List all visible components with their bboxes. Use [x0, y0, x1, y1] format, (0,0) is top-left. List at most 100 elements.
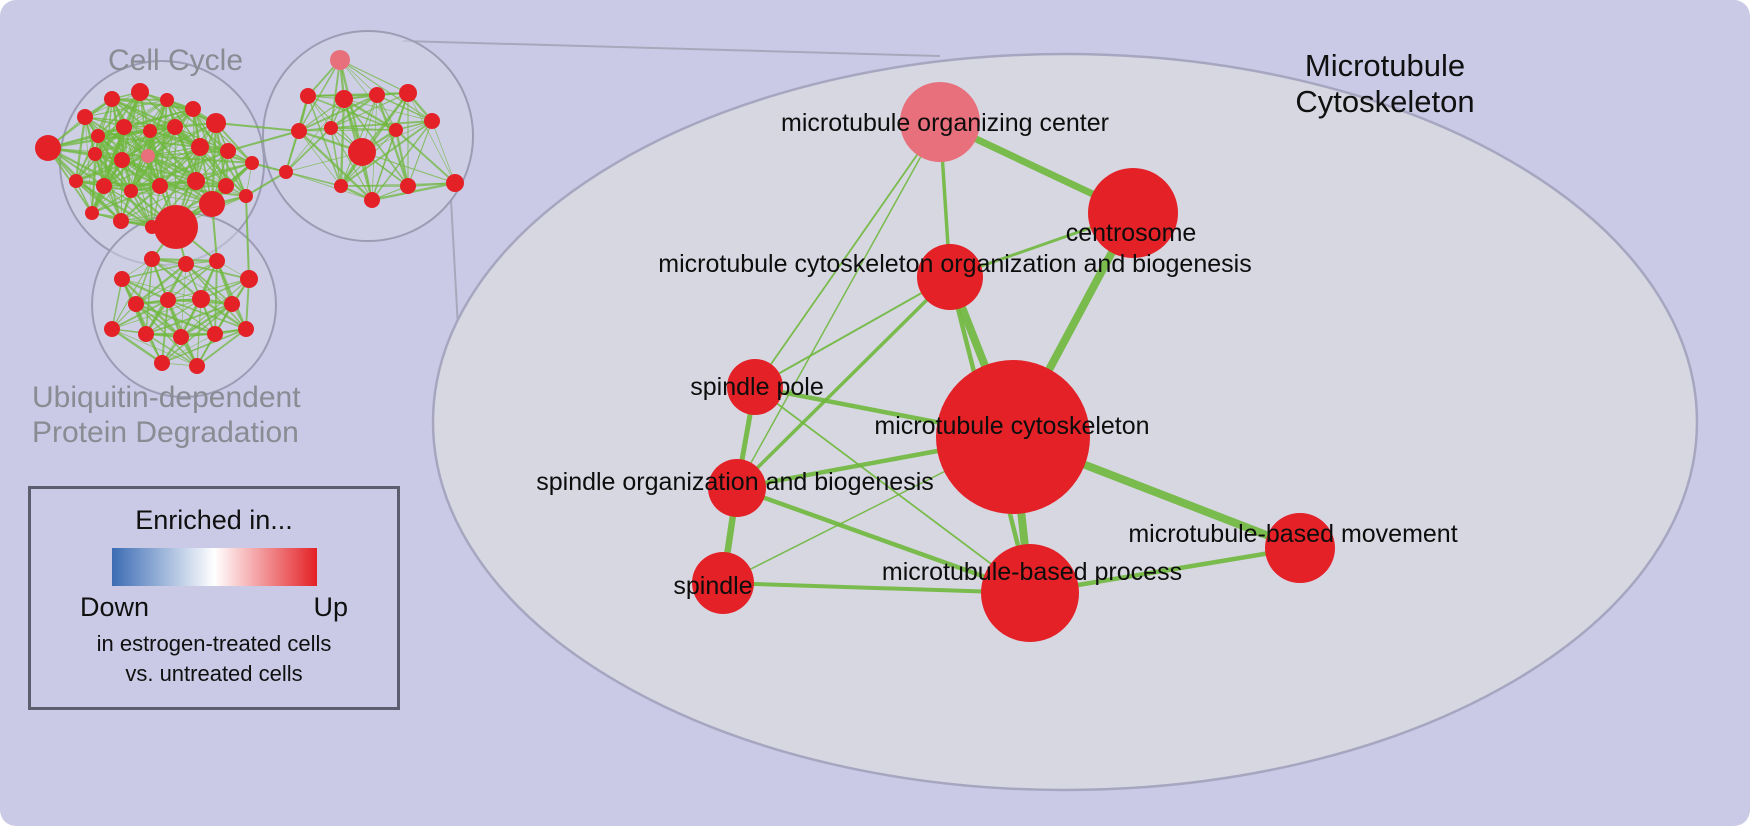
zoom-node-mbp: [981, 544, 1079, 642]
zoom-edge-spindle_pole-mbp: [754, 386, 1031, 594]
overview-edge: [145, 303, 233, 335]
overview-node: [389, 123, 403, 137]
cluster-title-ubiquitin-line1: Ubiquitin-dependent: [32, 381, 301, 414]
zoom-edge-mco_bio-spindle_pole: [754, 276, 951, 388]
overview-edge: [227, 150, 247, 197]
overview-edge: [174, 126, 227, 187]
overview-node: [113, 213, 129, 229]
overview-node: [178, 256, 194, 272]
overview-edge: [340, 120, 433, 187]
zoom-node-label-mbp: microtubule-based process: [882, 558, 1182, 586]
overview-edge: [111, 328, 198, 367]
overview-node: [124, 184, 138, 198]
overview-edge: [192, 108, 253, 164]
zoom-edge-spindle_org-mbp: [734, 485, 1033, 596]
zoom-edge-moc-spindle_pole: [754, 121, 941, 388]
overview-cluster-circle-microtubule-cytoskeleton: [262, 30, 474, 242]
overview-edge: [298, 130, 342, 187]
overview-node: [88, 147, 102, 161]
legend-caption-line2: vs. untreated cells: [125, 661, 303, 686]
overview-node: [207, 326, 223, 342]
overview-bridge-edge: [215, 122, 300, 132]
cluster-title-microtubule-line1: Microtubule: [1305, 48, 1465, 83]
overview-node: [399, 84, 417, 102]
overview-node: [192, 290, 210, 308]
overview-edge: [111, 328, 163, 364]
overview-node: [279, 165, 293, 179]
zoom-node-label-spindle: spindle: [673, 572, 752, 600]
overview-edge: [84, 116, 93, 214]
overview-node: [128, 296, 144, 312]
legend-up-label: Up: [313, 592, 348, 622]
overview-edge: [111, 299, 169, 330]
overview-edge: [407, 120, 433, 187]
overview-edge: [123, 108, 194, 128]
overview-node: [114, 271, 130, 287]
overview-node: [330, 50, 350, 70]
zoom-edge-moc-spindle_org: [736, 121, 941, 489]
overview-edge: [121, 122, 217, 161]
legend-title: Enriched in...: [135, 505, 293, 535]
overview-node: [138, 326, 154, 342]
overview-edge: [285, 171, 342, 187]
overview-edge: [167, 278, 250, 301]
overview-node: [160, 93, 174, 107]
overview-node: [154, 355, 170, 371]
overview-node: [114, 152, 130, 168]
zoom-node-spindle_org: [708, 459, 766, 517]
overview-node: [141, 149, 155, 163]
overview-node: [348, 138, 376, 166]
overview-edge: [103, 146, 201, 187]
overview-edge: [161, 328, 247, 364]
overview-bridge-edge: [245, 171, 287, 197]
zoom-node-centrosome: [1088, 168, 1178, 258]
overview-edge: [75, 179, 161, 188]
overview-edge: [339, 59, 433, 122]
overview-node: [224, 296, 240, 312]
overview-edge: [167, 260, 218, 301]
overview-node: [69, 174, 83, 188]
overview-node: [173, 329, 189, 345]
overview-node: [189, 358, 205, 374]
overview-edge: [103, 180, 197, 187]
overview-edge: [340, 92, 409, 187]
overview-node: [154, 205, 198, 249]
overview-node: [116, 119, 132, 135]
overview-edge: [376, 94, 433, 122]
overview-node: [143, 124, 157, 138]
overview-node: [334, 179, 348, 193]
overview-edge: [407, 92, 456, 184]
overview-node: [104, 91, 120, 107]
overview-edge: [330, 127, 373, 201]
overview-edge: [121, 277, 169, 302]
cluster-title-microtubule-line2: Cytoskeleton: [1295, 84, 1474, 119]
overview-node: [239, 189, 253, 203]
overview-edge: [47, 147, 122, 222]
overview-bridge-edge: [227, 130, 300, 152]
overview-node: [191, 138, 209, 156]
zoom-node-label-mbm: microtubule-based movement: [1128, 520, 1457, 548]
overview-node: [335, 90, 353, 108]
legend-endpoint-labels: Down Up: [80, 592, 348, 623]
overview-edge: [159, 150, 229, 187]
overview-edge: [145, 298, 202, 335]
zoom-node-label-spindle_org: spindle organization and biogenesis: [536, 468, 934, 496]
overview-node: [77, 109, 93, 125]
overview-node: [240, 270, 258, 288]
overview-edge: [123, 99, 168, 128]
overview-edge: [103, 185, 153, 228]
overview-node: [104, 321, 120, 337]
overview-node: [220, 143, 236, 159]
overview-edge: [74, 116, 87, 182]
overview-edge: [174, 126, 247, 197]
overview-edge: [330, 59, 341, 129]
overview-edge: [214, 260, 218, 335]
overview-node: [167, 119, 183, 135]
overview-edge: [75, 159, 123, 182]
overview-edge: [147, 155, 253, 164]
zoom-node-spindle: [692, 552, 754, 614]
overview-node: [91, 129, 105, 143]
overview-node: [400, 178, 416, 194]
overview-edge: [330, 94, 378, 129]
